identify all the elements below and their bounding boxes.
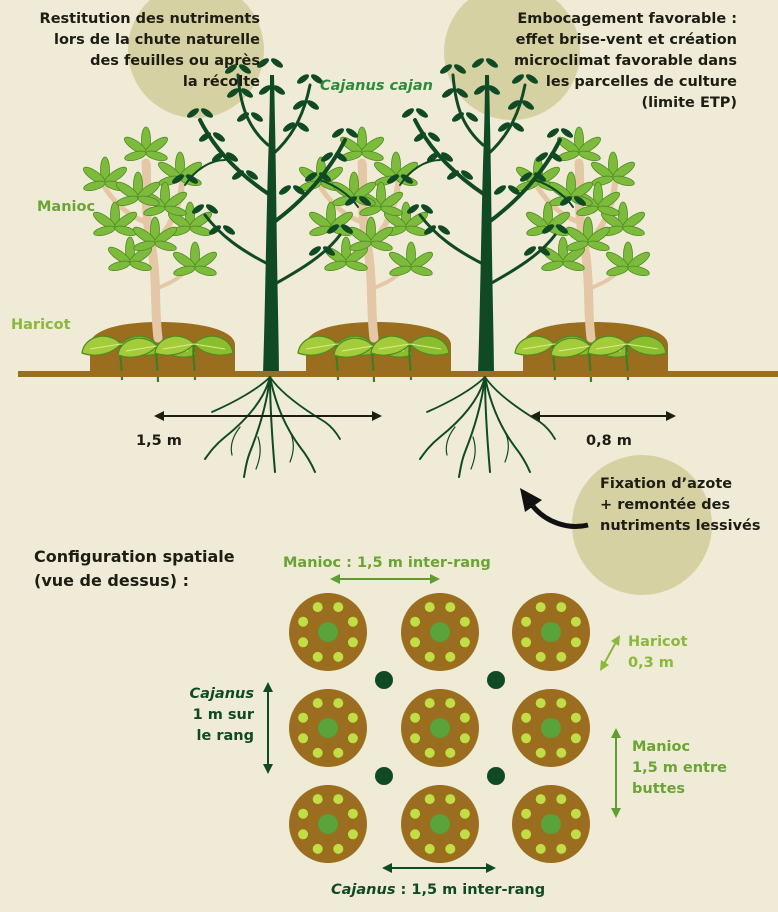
fixation-annotation: Fixation d’azote + remontée des nutrimen… [600, 474, 770, 537]
haricot-spacing-label: Haricot 0,3 m [628, 632, 688, 674]
ground-line [18, 371, 778, 377]
butte-plan-icon [289, 593, 367, 671]
restitution-annotation: Restitution des nutriments lors de la ch… [10, 9, 260, 93]
haricot-arrow [600, 635, 620, 671]
manioc-plant-icon [81, 127, 219, 338]
cajanus-plan-dot [375, 671, 393, 689]
cajanus-row-arrow [263, 682, 273, 774]
manioc-interrow-arrow [330, 574, 440, 584]
distance-arrow-1 [154, 411, 382, 421]
butte-plan-icon [401, 689, 479, 767]
cajanus-interrow-arrow [382, 863, 496, 873]
distance-arrow-2 [530, 411, 676, 421]
butte-plan-icon [512, 593, 590, 671]
butte-plan-icon [289, 689, 367, 767]
manioc-label: Manioc [37, 197, 95, 218]
cajanus-plan-dot [487, 671, 505, 689]
butte-plan-icon [512, 689, 590, 767]
manioc-spacing-label: Manioc 1,5 m entre buttes [632, 737, 727, 800]
cajanus-plan-dot [375, 767, 393, 785]
distance-label-1: 1,5 m [136, 431, 182, 452]
manioc-plant-icon [297, 127, 435, 338]
plan-view [289, 593, 590, 863]
haricot-label: Haricot [11, 315, 71, 336]
cajanus-interrow-label: Cajanus : 1,5 m inter-rang [331, 880, 545, 901]
root-icon [420, 377, 555, 477]
manioc-plant-icon [514, 127, 652, 338]
distance-label-2: 0,8 m [586, 431, 632, 452]
root-icon [205, 377, 340, 477]
cajanus-row-label: Cajanus 1 m sur le rang [170, 684, 254, 747]
species-label: Cajanus cajan [320, 76, 433, 97]
cajanus-plan-dot [487, 767, 505, 785]
manioc-interrow-label: Manioc : 1,5 m inter-rang [283, 553, 491, 574]
butte-plan-icon [289, 785, 367, 863]
manioc-butte-arrow [611, 728, 621, 818]
butte-plan-icon [512, 785, 590, 863]
embocagement-annotation: Embocagement favorable : effet brise-ven… [470, 9, 737, 114]
butte-plan-icon [401, 785, 479, 863]
plan-title: Configuration spatiale (vue de dessus) : [34, 545, 235, 593]
butte-plan-icon [401, 593, 479, 671]
